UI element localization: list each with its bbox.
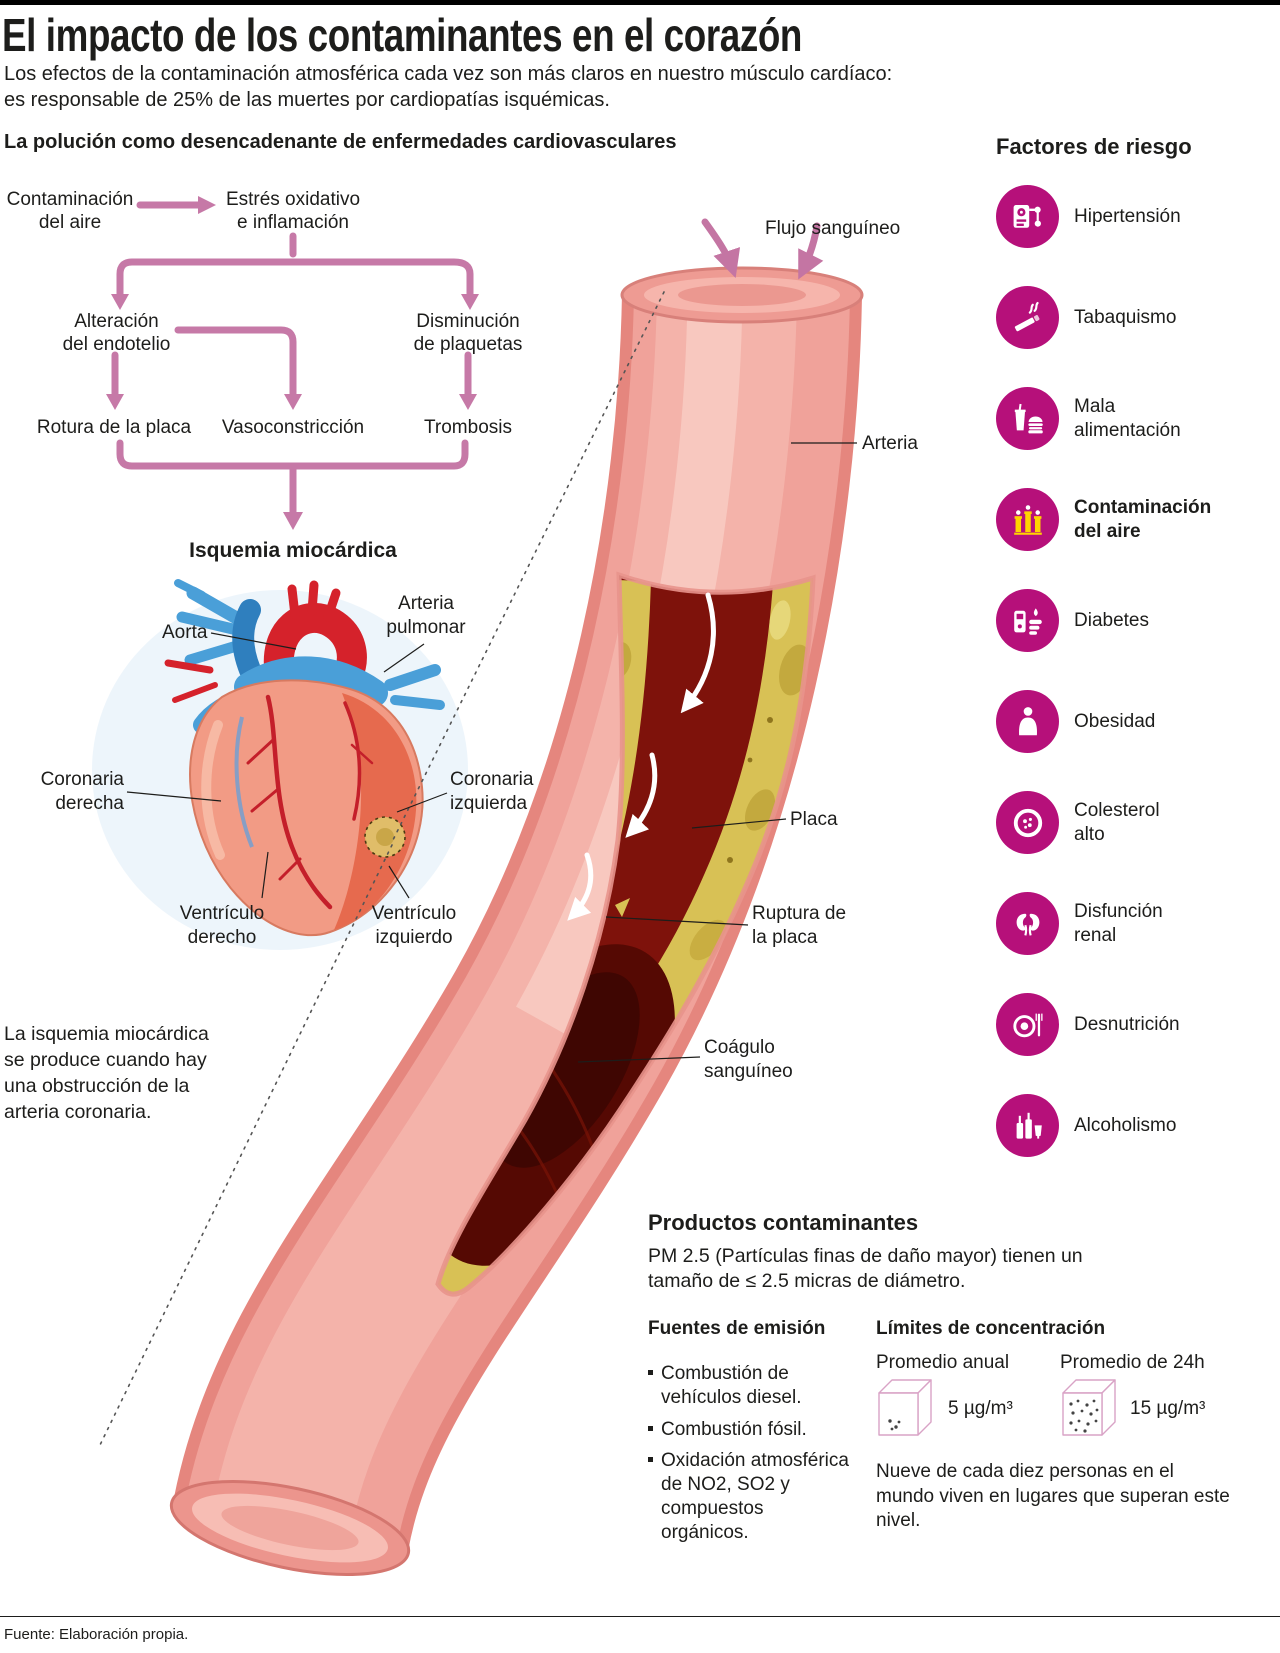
flow-node-isquemia: Isquemia miocárdica xyxy=(189,539,397,562)
junk-food-icon xyxy=(996,387,1059,450)
risk-item-alcoholismo: Alcoholismo xyxy=(996,1075,1276,1176)
heart-label-ventriculo-izquierdo: Ventrículo izquierdo xyxy=(371,903,457,948)
daily-cube-icon xyxy=(1060,1376,1118,1440)
cigarette-icon xyxy=(996,286,1059,349)
artery-cross-section-icon xyxy=(996,791,1059,854)
heart-note: La isquemia miocárdica se produce cuando… xyxy=(4,1023,209,1123)
flow-node-contaminacion: Contaminación del aire xyxy=(6,189,134,234)
blood-flow-arrows xyxy=(567,592,716,921)
heart-label-aorta: Aorta xyxy=(162,622,208,643)
artery-label-placa: Placa xyxy=(790,809,838,830)
pollutants-description: PM 2.5 (Partículas finas de daño mayor) … xyxy=(648,1245,1083,1293)
flow-node-estres: Estrés oxidativo e inflamación xyxy=(225,189,361,234)
factory-chimneys-icon xyxy=(996,488,1059,551)
risk-item-hipertension: Hipertensión xyxy=(996,166,1276,267)
blood-pressure-monitor-icon xyxy=(996,185,1059,248)
emission-source-item: Combustión fósil. xyxy=(648,1418,856,1442)
page-subtitle: Los efectos de la contaminación atmosfér… xyxy=(4,62,892,113)
zoom-cone-dashes xyxy=(99,291,665,1446)
artery-label-flujo-sanguineo: Flujo sanguíneo xyxy=(765,218,901,239)
flow-node-trombosis: Trombosis xyxy=(424,417,512,438)
heart-label-coronaria-izquierda: Coronaria izquierda xyxy=(450,769,534,814)
annual-limit-value: 5 µg/m³ xyxy=(948,1398,1013,1419)
kidneys-icon xyxy=(996,892,1059,955)
plate-and-fork-icon xyxy=(996,993,1059,1056)
pollutants-title: Productos contaminantes xyxy=(648,1210,919,1235)
artery-label-arteria: Arteria xyxy=(862,433,918,454)
heart-label-coronaria-derecha: Coronaria derecha xyxy=(40,769,124,814)
risk-item-tabaquismo: Tabaquismo xyxy=(996,267,1276,368)
top-rule xyxy=(0,0,1280,5)
subtitle-line1: Los efectos de la contaminación atmosfér… xyxy=(4,63,893,85)
heart-label-ventriculo-derecho: Ventrículo derecho xyxy=(179,903,265,948)
alcohol-bottles-icon xyxy=(996,1094,1059,1157)
flow-node-disminucion: Disminución de plaquetas xyxy=(413,311,523,356)
page-title: El impacto de los contaminantes en el co… xyxy=(2,9,802,61)
risk-item-obesidad: Obesidad xyxy=(996,671,1276,772)
artery-label-ruptura: Ruptura de la placa xyxy=(752,903,847,948)
concentration-limits-title: Límites de concentración xyxy=(876,1318,1106,1339)
daily-average-label: Promedio de 24h xyxy=(1060,1352,1205,1373)
emission-source-item: Combustión de vehículos diesel. xyxy=(648,1362,856,1410)
flow-section-title: La polución como desencadenante de enfer… xyxy=(4,131,677,153)
glucose-meter-icon xyxy=(996,589,1059,652)
obese-person-icon xyxy=(996,690,1059,753)
footer-rule xyxy=(0,1616,1280,1617)
flow-node-alteracion: Alteración del endotelio xyxy=(62,311,171,356)
flow-node-vasoconstriccion: Vasoconstricción xyxy=(221,417,365,438)
annual-cube-icon xyxy=(876,1376,934,1440)
subtitle-line2: es responsable de 25% de las muertes por… xyxy=(4,88,610,111)
emission-source-item: Oxidación atmosférica de NO2, SO2 y comp… xyxy=(648,1449,856,1544)
risk-item-diabetes: Diabetes xyxy=(996,570,1276,671)
emission-sources-title: Fuentes de emisión xyxy=(648,1318,826,1339)
annual-average-label: Promedio anual xyxy=(876,1352,1010,1373)
risk-factors-title: Factores de riesgo xyxy=(996,134,1192,159)
daily-limit-value: 15 µg/m³ xyxy=(1130,1398,1206,1419)
limits-note: Nueve de cada diez personas en el mundo … xyxy=(876,1461,1230,1532)
artery-label-coagulo: Coágulo sanguíneo xyxy=(704,1037,793,1082)
flow-node-rotura: Rotura de la placa xyxy=(36,417,192,438)
risk-item-desnutricion: Desnutrición xyxy=(996,974,1276,1075)
heart-label-arteria-pulmonar: Arteria pulmonar xyxy=(386,593,466,638)
source-credit: Fuente: Elaboración propia. xyxy=(4,1626,189,1643)
emission-sources-list: Combustión de vehículos diesel. Combusti… xyxy=(648,1362,856,1552)
zoom-source-circle xyxy=(364,816,406,858)
